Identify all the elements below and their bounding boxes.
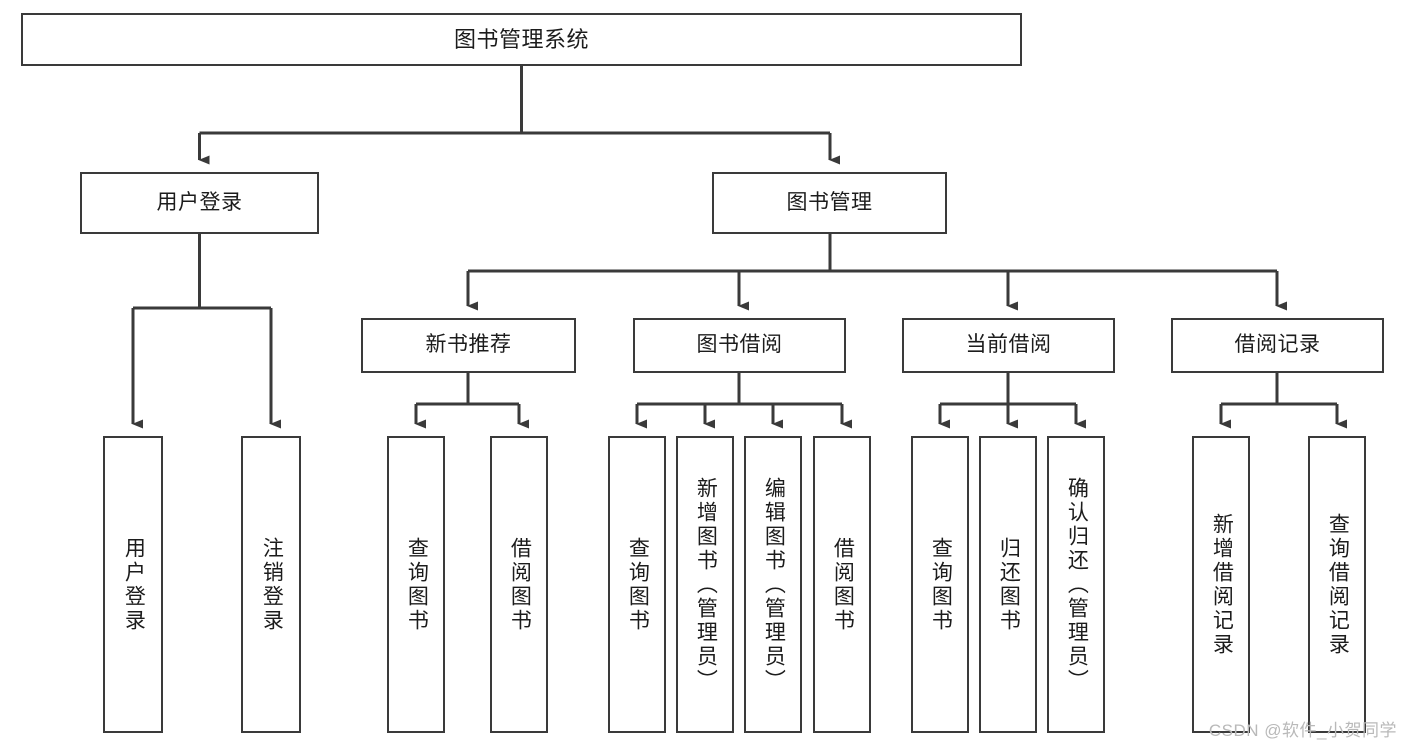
node-leaf-return-book-label: 归还图书 (997, 536, 1021, 633)
watermark-text: CSDN @软件_小贺同学 (1208, 721, 1397, 740)
node-current-borrow-label: 当前借阅 (965, 333, 1052, 357)
node-user-login-label: 用户登录 (156, 190, 243, 214)
node-leaf-user-login[interactable]: 用户登录 (103, 436, 163, 733)
node-current-borrow[interactable]: 当前借阅 (902, 318, 1115, 373)
node-leaf-query-record-label: 查询借阅记录 (1326, 512, 1350, 657)
node-leaf-query-record[interactable]: 查询借阅记录 (1308, 436, 1366, 733)
node-leaf-borrow-book-a-label: 借阅图书 (508, 536, 532, 633)
node-leaf-logout-label: 注销登录 (260, 536, 284, 633)
node-leaf-borrow-book-a[interactable]: 借阅图书 (490, 436, 548, 733)
node-leaf-edit-book-label: 编辑图书（管理员） (762, 476, 786, 693)
node-root[interactable]: 图书管理系统 (21, 13, 1022, 66)
node-leaf-query-book-b[interactable]: 查询图书 (608, 436, 666, 733)
node-borrow-record[interactable]: 借阅记录 (1171, 318, 1384, 373)
node-leaf-add-record[interactable]: 新增借阅记录 (1192, 436, 1250, 733)
node-leaf-add-book[interactable]: 新增图书（管理员） (676, 436, 734, 733)
node-book-borrow[interactable]: 图书借阅 (633, 318, 846, 373)
node-new-book-rec-label: 新书推荐 (425, 333, 512, 357)
node-user-login[interactable]: 用户登录 (80, 172, 319, 234)
node-leaf-edit-book[interactable]: 编辑图书（管理员） (744, 436, 802, 733)
node-leaf-add-book-label: 新增图书（管理员） (694, 476, 718, 693)
node-leaf-return-book[interactable]: 归还图书 (979, 436, 1037, 733)
node-borrow-record-label: 借阅记录 (1234, 333, 1321, 357)
node-root-label: 图书管理系统 (453, 26, 589, 52)
node-leaf-query-book-b-label: 查询图书 (626, 536, 650, 633)
node-leaf-confirm-return-label: 确认归还（管理员） (1065, 476, 1089, 693)
node-leaf-user-login-label: 用户登录 (122, 536, 146, 633)
node-new-book-rec[interactable]: 新书推荐 (361, 318, 576, 373)
node-book-borrow-label: 图书借阅 (696, 333, 783, 357)
node-leaf-borrow-book-b-label: 借阅图书 (831, 536, 855, 633)
node-leaf-query-book-a[interactable]: 查询图书 (387, 436, 445, 733)
node-leaf-query-book-c-label: 查询图书 (929, 536, 953, 633)
node-book-manage-label: 图书管理 (786, 190, 873, 214)
node-leaf-add-record-label: 新增借阅记录 (1210, 512, 1234, 657)
node-book-manage[interactable]: 图书管理 (712, 172, 947, 234)
node-leaf-query-book-c[interactable]: 查询图书 (911, 436, 969, 733)
node-leaf-borrow-book-b[interactable]: 借阅图书 (813, 436, 871, 733)
node-leaf-query-book-a-label: 查询图书 (405, 536, 429, 633)
node-leaf-logout[interactable]: 注销登录 (241, 436, 301, 733)
node-leaf-confirm-return[interactable]: 确认归还（管理员） (1047, 436, 1105, 733)
